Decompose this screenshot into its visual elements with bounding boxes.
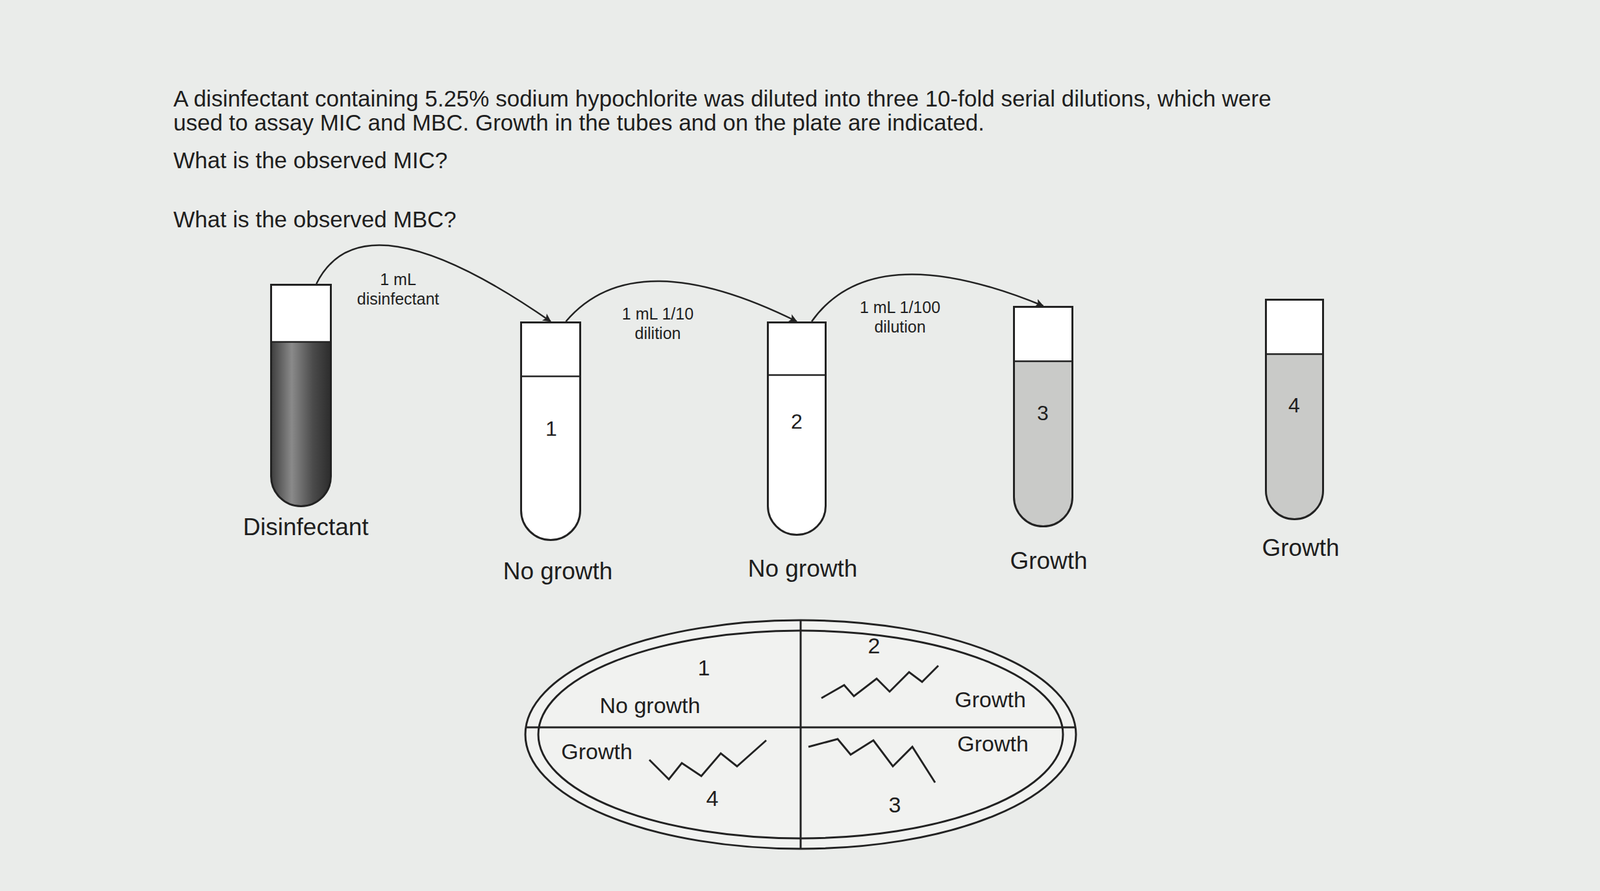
callout-number: 1 [698, 655, 711, 681]
streak-growth [821, 665, 939, 699]
callout-number: 3 [888, 792, 902, 818]
petri-plate-rim [525, 620, 1076, 849]
dilution-tube: 4Growth [1264, 298, 1325, 521]
growth-result: Growth [1009, 547, 1088, 576]
tube-liquid [520, 376, 582, 542]
dilution-tube: 3Growth [1012, 305, 1074, 528]
callout-number: 2 [868, 633, 881, 659]
plate-quadrant: 2Growth [800, 624, 1073, 728]
tube-liquid [1264, 353, 1325, 521]
plate-divider [800, 620, 802, 849]
stock-tube: Disinfectant [270, 283, 332, 508]
callout-number: 4 [1288, 393, 1300, 418]
growth-result: No growth [600, 692, 701, 719]
streak-growth [808, 738, 936, 783]
tube-liquid [1012, 361, 1074, 528]
growth-result: No growth [748, 555, 858, 584]
test-tube [270, 283, 332, 508]
plate-quadrant: 1 No growth [532, 624, 801, 728]
transfer-arrow [316, 245, 551, 322]
callout-number: 2 [790, 409, 803, 434]
streak-growth [649, 740, 767, 780]
callout-number: 3 [1037, 401, 1049, 426]
growth-result: Disinfectant [242, 513, 369, 542]
callout-number: 1 [545, 416, 558, 441]
question-text: What is the observed MIC? [173, 147, 448, 174]
growth-result: Growth [561, 738, 633, 765]
callout-number: 4 [706, 785, 719, 812]
tube-liquid [270, 341, 332, 508]
question-text: What is the observed MBC? [173, 206, 457, 233]
growth-result: Growth [954, 687, 1026, 713]
question-text: used to assay MIC and MBC. Growth in the… [173, 109, 985, 136]
growth-result: Growth [957, 731, 1029, 757]
transfer-label: 1 mL 1/100 dilution [844, 297, 956, 337]
transfer-label: 1 mL disinfectant [342, 269, 454, 309]
question-text: A disinfectant containing 5.25% sodium h… [173, 85, 1272, 112]
plate-divider [525, 726, 1076, 729]
plate-quadrant: Growth 4 [532, 727, 801, 846]
transfer-label: 1 mL 1/10 dilition [602, 303, 713, 343]
dilution-tube: 1No growth [520, 321, 582, 541]
growth-result: Growth [1261, 534, 1339, 563]
tube-liquid [766, 375, 827, 537]
dilution-tube: 2No growth [766, 321, 827, 536]
growth-result: No growth [503, 557, 613, 586]
plate-quadrant: Growth 3 [800, 727, 1073, 846]
